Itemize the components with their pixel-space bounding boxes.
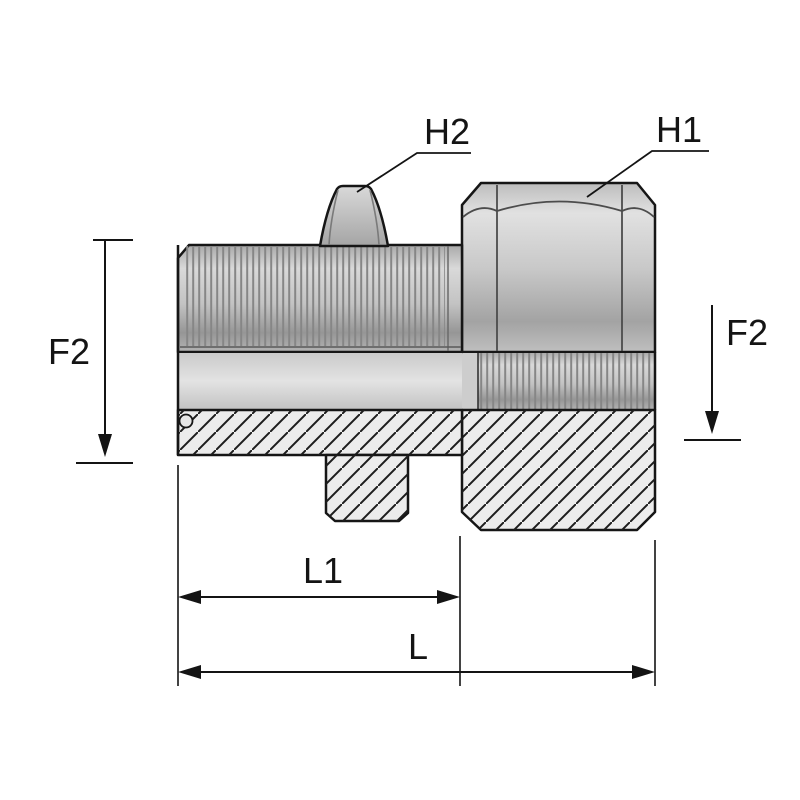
locknut-upper (318, 184, 390, 248)
female-thread-stripes (478, 352, 655, 410)
hex-hatch-lines (462, 410, 655, 530)
male-thread-stripes (185, 246, 445, 346)
thread-seat-band (462, 352, 478, 410)
label-h2: H2 (424, 111, 470, 152)
f2-right-arrowhead-down (705, 411, 719, 434)
locknut-shade-right (369, 189, 380, 246)
l-arrowhead-left (178, 665, 201, 679)
h1-leader-line (586, 150, 709, 198)
hex-nut-body (460, 181, 657, 354)
label-l: L (408, 626, 428, 667)
label-l1: L1 (303, 550, 343, 591)
l1-arrowhead-right (437, 590, 460, 604)
leader-h2: H2 (356, 111, 471, 193)
l1-arrowhead-left (178, 590, 201, 604)
label-f2-left: F2 (48, 331, 90, 372)
dimension-l: L (178, 540, 656, 686)
hex-chamfer-arc-middle (496, 200, 623, 212)
dimension-f2-left: F2 (48, 239, 133, 464)
bore-fill (178, 352, 462, 410)
hex-chamfer-arc-left (462, 207, 498, 218)
locknut-shade-left (328, 189, 339, 246)
l-arrowhead-right (632, 665, 655, 679)
bore-and-wall-section (176, 245, 464, 457)
h2-leader-line (356, 152, 471, 193)
hex-section-hatch (460, 408, 657, 532)
label-h1: H1 (656, 109, 702, 150)
f2-left-arrowhead-down (98, 434, 112, 457)
dimension-f2-right: F2 (684, 305, 768, 441)
oring-detail (178, 413, 194, 429)
dimension-l1: L1 (177, 465, 461, 686)
label-f2-right: F2 (726, 312, 768, 353)
locknut-section-hatch (326, 455, 408, 521)
male-thread-body (176, 243, 464, 354)
female-thread-section (462, 351, 657, 410)
wall-hatch-lines (178, 410, 462, 455)
locknut-lower-section (324, 453, 410, 523)
hex-chamfer-arc-right (621, 207, 655, 218)
leader-h1: H1 (586, 109, 709, 198)
